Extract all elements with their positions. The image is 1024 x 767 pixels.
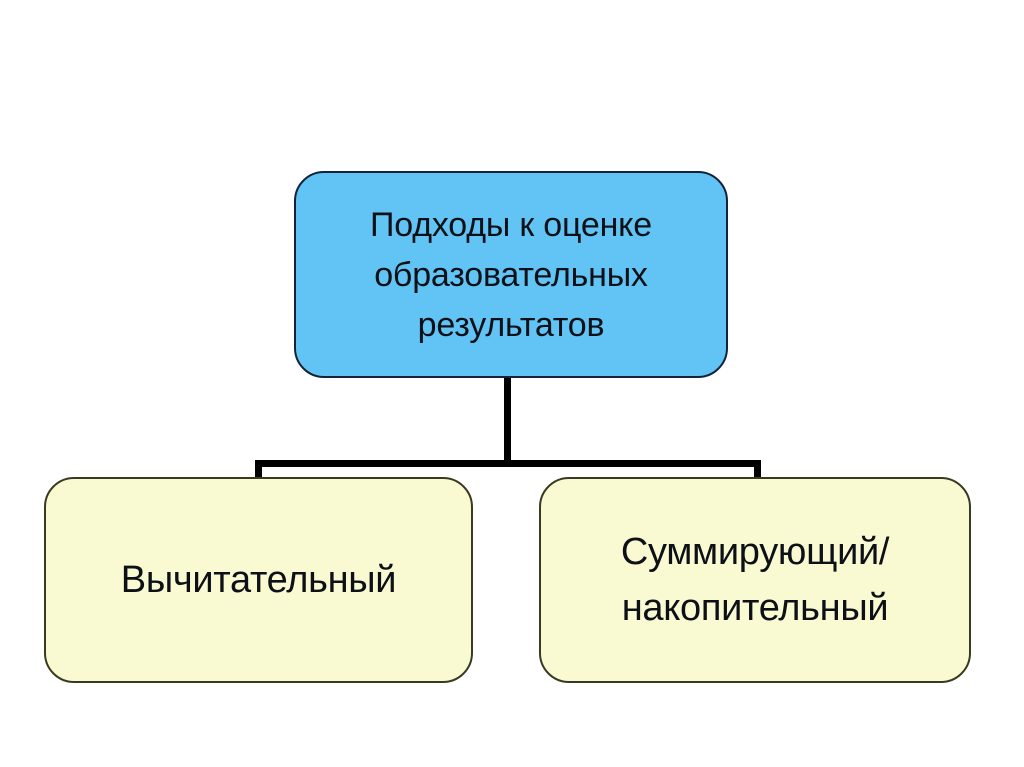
node-child-subtractive[interactable]: Вычитательный: [44, 477, 473, 683]
connector-stub-left: [255, 460, 262, 480]
connector-horizontal-bar: [255, 460, 761, 467]
node-child-summative-cumulative[interactable]: Суммирующий/ накопительный: [539, 477, 971, 683]
connector-stub-right: [754, 460, 761, 480]
connector-stem-vertical: [504, 374, 511, 466]
node-root-approaches[interactable]: Подходы к оценке образовательных результ…: [294, 171, 728, 378]
